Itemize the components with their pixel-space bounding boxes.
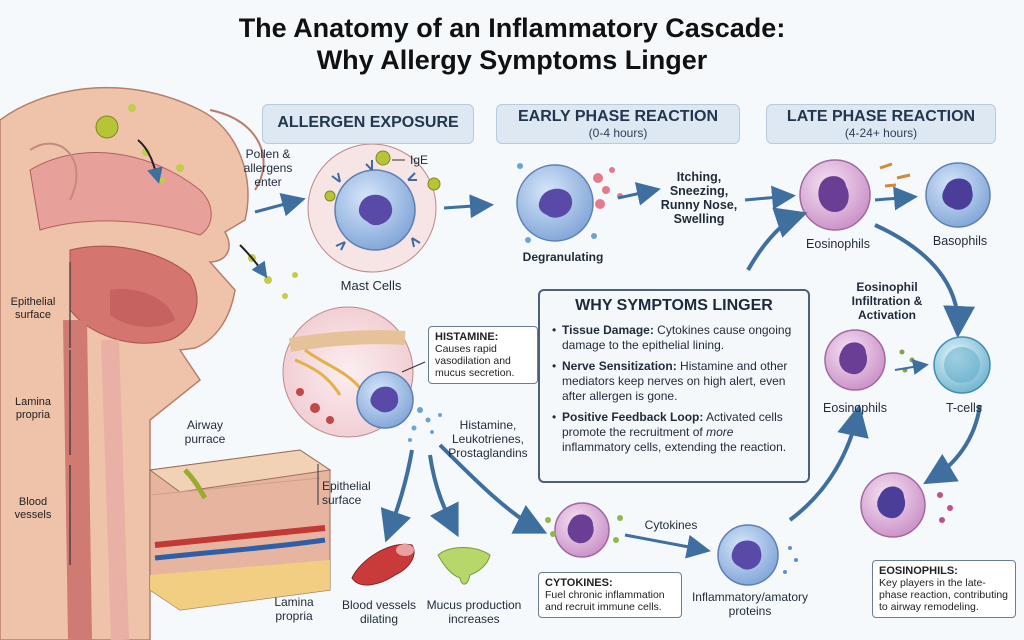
- why-symptoms-linger-panel: WHY SYMPTOMS LINGER Tissue Damage: Cytok…: [538, 289, 810, 483]
- stage-heading: ALLERGEN EXPOSURE: [277, 114, 459, 131]
- basophil-cell: [925, 162, 991, 228]
- t-cell: [933, 336, 991, 394]
- why-item-feedback-loop: Positive Feedback Loop: Activated cells …: [552, 410, 800, 455]
- eosinophils-mid-label: Eosinophils: [823, 401, 887, 415]
- cytokines-callout-text: Fuel chronic inflammation and recruit im…: [545, 589, 665, 613]
- why-item-tissue-damage: Tissue Damage: Cytokines cause ongoing d…: [552, 323, 800, 353]
- stage-early-phase: EARLY PHASE REACTION (0-4 hours): [496, 104, 740, 144]
- eosinophils-top-label: Eosinophils: [806, 237, 870, 251]
- tissue-block: [148, 449, 332, 611]
- stage-sub: (4-24+ hours): [844, 126, 918, 140]
- stage-late-phase: LATE PHASE REACTION (4-24+ hours): [766, 104, 996, 144]
- block-lamina-label: Lamina propria: [274, 595, 314, 623]
- eosinophils-callout: EOSINOPHILS: Key players in the late-pha…: [872, 560, 1016, 618]
- stage-heading: LATE PHASE REACTION: [786, 108, 976, 125]
- histamine-callout: HISTAMINE: Causes rapid vasodilation and…: [428, 326, 538, 384]
- mucus-illustration: [437, 547, 491, 585]
- histamine-callout-title: HISTAMINE:: [435, 331, 499, 343]
- mucus-production-label: Mucus production increases: [426, 598, 522, 626]
- cytokine-cell: [554, 502, 610, 558]
- eosinophil-infiltration-label: Eosinophil Infiltration & Activation: [851, 280, 923, 322]
- stage-allergen-exposure: ALLERGEN EXPOSURE: [262, 104, 474, 144]
- cytokines-flow-label: Cytokines: [644, 518, 698, 532]
- side-label-epithelial: Epithelial surface: [10, 296, 56, 321]
- title-line-1: The Anatomy of an Inflammatory Cascade:: [238, 13, 786, 43]
- eosinophil-top-cell: [799, 159, 871, 231]
- symptoms-label: Itching, Sneezing, Runny Nose, Swelling: [660, 170, 738, 226]
- why-heading: WHY SYMPTOMS LINGER: [575, 297, 773, 314]
- degranulating-cell: [516, 163, 623, 243]
- title-line-2: Why Allergy Symptoms Linger: [316, 45, 708, 75]
- pollen-label: Pollen & allergens enter: [243, 147, 293, 189]
- why-list: Tissue Damage: Cytokines cause ongoing d…: [540, 323, 808, 455]
- eosinophil-mid-cell: [824, 329, 886, 391]
- vessels-dilating-label: Blood vessels dilating: [341, 598, 417, 626]
- mast-cell-illustration: [307, 143, 441, 273]
- degranulating-label: Degranulating: [522, 250, 604, 264]
- head-anatomy: [0, 86, 265, 640]
- mast-cells-label: Mast Cells: [340, 278, 402, 293]
- cytokines-callout: CYTOKINES: Fuel chronic inflammation and…: [538, 572, 682, 618]
- eosinophil-bottom-cell: [860, 472, 926, 538]
- eosinophils-callout-text: Key players in the late-phase reaction, …: [879, 577, 1008, 613]
- side-label-lamina: Lamina propria: [14, 396, 52, 421]
- why-item-nerve-sensitization: Nerve Sensitization: Histamine and other…: [552, 359, 800, 404]
- eosinophils-callout-title: EOSINOPHILS:: [879, 565, 958, 577]
- blood-vessel-illustration: [351, 543, 415, 586]
- histamine-magnified-view: [282, 306, 414, 438]
- tcells-label: T-cells: [945, 401, 983, 415]
- histamine-callout-text: Causes rapid vasodilation and mucus secr…: [435, 343, 515, 379]
- stage-heading: EARLY PHASE REACTION: [517, 108, 719, 125]
- block-epithelial-label: Epithelial surface: [322, 479, 371, 507]
- inflammatory-proteins-label: Inflammatory/amatory proteins: [691, 590, 809, 618]
- inflammatory-cell: [717, 524, 779, 586]
- side-label-vessels: Blood vessels: [14, 496, 52, 521]
- page-title: The Anatomy of an Inflammatory Cascade: …: [0, 12, 1024, 76]
- stage-sub: (0-4 hours): [588, 126, 648, 140]
- basophils-label: Basophils: [932, 234, 988, 248]
- cytokines-callout-title: CYTOKINES:: [545, 577, 613, 589]
- airway-label: Airway purrace: [184, 418, 226, 446]
- ige-label: IgE: [409, 153, 428, 167]
- mediators-label: Histamine, Leukotrienes, Prostaglandins: [448, 418, 528, 460]
